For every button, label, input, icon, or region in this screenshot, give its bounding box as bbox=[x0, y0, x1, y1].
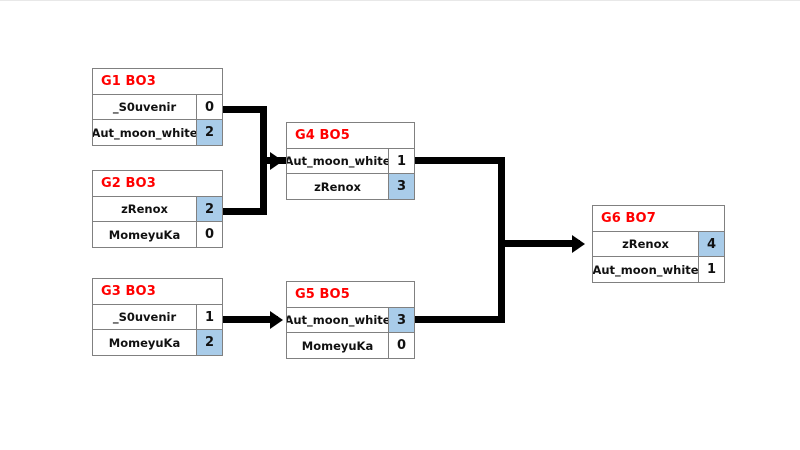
player-name: Aut_moon_white bbox=[93, 120, 197, 145]
player-score: 0 bbox=[389, 333, 414, 358]
match-row[interactable]: zRenox 3 bbox=[287, 174, 414, 199]
arrow-head-into-g5 bbox=[270, 310, 283, 329]
player-name: zRenox bbox=[593, 232, 699, 256]
player-name: _S0uvenir bbox=[93, 95, 197, 119]
player-score: 0 bbox=[197, 95, 222, 119]
player-name: zRenox bbox=[93, 197, 197, 221]
match-title-g6: G6 BO7 bbox=[593, 206, 724, 232]
player-score: 2 bbox=[197, 330, 222, 355]
match-row[interactable]: MomeyuKa 2 bbox=[93, 330, 222, 355]
player-score: 1 bbox=[197, 305, 222, 329]
player-score: 2 bbox=[197, 197, 222, 221]
match-row[interactable]: Aut_moon_white 2 bbox=[93, 120, 222, 145]
match-box-g6[interactable]: G6 BO7 zRenox 4 Aut_moon_white 1 bbox=[592, 205, 725, 283]
connector-g5-to-g6 bbox=[415, 316, 505, 323]
match-row[interactable]: Aut_moon_white 1 bbox=[593, 257, 724, 282]
player-score: 3 bbox=[389, 174, 414, 199]
match-title-g4: G4 BO5 bbox=[287, 123, 414, 149]
match-row[interactable]: Aut_moon_white 3 bbox=[287, 308, 414, 333]
match-box-g3[interactable]: G3 BO3 _S0uvenir 1 MomeyuKa 2 bbox=[92, 278, 223, 356]
match-row[interactable]: MomeyuKa 0 bbox=[93, 222, 222, 247]
match-row[interactable]: zRenox 4 bbox=[593, 232, 724, 257]
match-box-g4[interactable]: G4 BO5 Aut_moon_white 1 zRenox 3 bbox=[286, 122, 415, 200]
top-edge-divider bbox=[0, 0, 800, 1]
player-name: MomeyuKa bbox=[287, 333, 389, 358]
player-score: 1 bbox=[699, 257, 724, 282]
player-name: MomeyuKa bbox=[93, 222, 197, 247]
match-box-g5[interactable]: G5 BO5 Aut_moon_white 3 MomeyuKa 0 bbox=[286, 281, 415, 359]
connector-g2-to-g4 bbox=[223, 208, 267, 215]
connector-junction-to-g6 bbox=[498, 240, 580, 247]
player-score: 1 bbox=[389, 149, 414, 173]
match-row[interactable]: zRenox 2 bbox=[93, 197, 222, 222]
match-title-g1: G1 BO3 bbox=[93, 69, 222, 95]
player-score: 2 bbox=[197, 120, 222, 145]
match-title-g3: G3 BO3 bbox=[93, 279, 222, 305]
player-name: MomeyuKa bbox=[93, 330, 197, 355]
player-score: 3 bbox=[389, 308, 414, 332]
connector-g3-to-g5 bbox=[223, 316, 278, 323]
player-name: zRenox bbox=[287, 174, 389, 199]
player-score: 4 bbox=[699, 232, 724, 256]
player-name: Aut_moon_white bbox=[593, 257, 699, 282]
player-name: Aut_moon_white bbox=[287, 308, 389, 332]
player-name: _S0uvenir bbox=[93, 305, 197, 329]
arrow-head-into-g6 bbox=[572, 234, 585, 253]
match-title-g5: G5 BO5 bbox=[287, 282, 414, 308]
match-box-g2[interactable]: G2 BO3 zRenox 2 MomeyuKa 0 bbox=[92, 170, 223, 248]
arrow-head-into-g4 bbox=[270, 151, 283, 170]
player-score: 0 bbox=[197, 222, 222, 247]
player-name: Aut_moon_white bbox=[287, 149, 389, 173]
match-title-g2: G2 BO3 bbox=[93, 171, 222, 197]
connector-g1-to-g4 bbox=[223, 106, 267, 113]
match-row[interactable]: _S0uvenir 0 bbox=[93, 95, 222, 120]
match-row[interactable]: _S0uvenir 1 bbox=[93, 305, 222, 330]
match-row[interactable]: MomeyuKa 0 bbox=[287, 333, 414, 358]
match-box-g1[interactable]: G1 BO3 _S0uvenir 0 Aut_moon_white 2 bbox=[92, 68, 223, 146]
connector-g4-to-g6 bbox=[415, 157, 505, 164]
match-row[interactable]: Aut_moon_white 1 bbox=[287, 149, 414, 174]
